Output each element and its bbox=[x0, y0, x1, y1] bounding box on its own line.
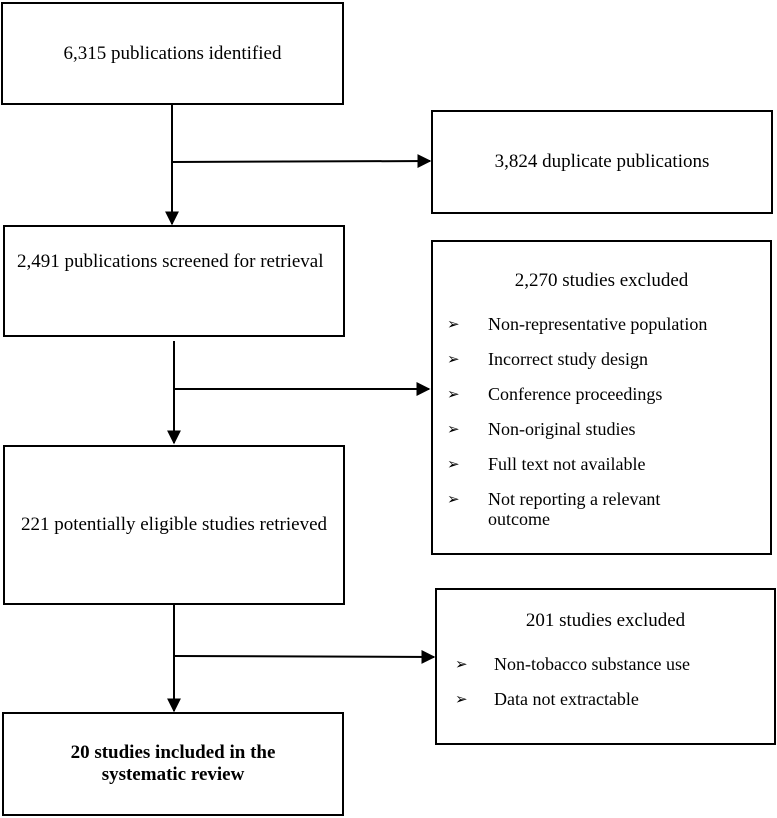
box-exclusion-1: 2,270 studies excluded ➢Non-representati… bbox=[431, 240, 772, 555]
list-item: ➢Non-representative population bbox=[447, 314, 708, 334]
list-item: ➢Non-original studies bbox=[447, 419, 636, 439]
box-publications-identified: 6,315 publications identified bbox=[1, 2, 344, 105]
box-publications-screened: 2,491 publications screened for retrieva… bbox=[3, 225, 345, 337]
list-item: ➢Conference proceedings bbox=[447, 384, 663, 404]
included-text: 20 studies included in the systematic re… bbox=[70, 742, 276, 785]
list-item: ➢Non-tobacco substance use bbox=[455, 654, 690, 674]
box-studies-included: 20 studies included in the systematic re… bbox=[2, 712, 344, 816]
arrowhead-bullet-icon: ➢ bbox=[447, 490, 460, 508]
exclusion-1-list: ➢Non-representative population ➢Incorrec… bbox=[447, 314, 767, 533]
retrieved-text: 221 potentially eligible studies retriev… bbox=[20, 514, 328, 535]
box-duplicate-publications: 3,824 duplicate publications bbox=[431, 110, 773, 214]
arrowhead-bullet-icon: ➢ bbox=[447, 420, 460, 438]
exclusion-1-title: 2,270 studies excluded bbox=[514, 270, 689, 291]
list-item: ➢Data not extractable bbox=[455, 689, 639, 709]
screened-text: 2,491 publications screened for retrieva… bbox=[17, 251, 324, 272]
list-item: ➢Not reporting a relevant outcome bbox=[447, 489, 661, 529]
arrowhead-bullet-icon: ➢ bbox=[447, 385, 460, 403]
exclusion-2-title: 201 studies excluded bbox=[525, 610, 686, 631]
exclusion-2-list: ➢Non-tobacco substance use ➢Data not ext… bbox=[455, 654, 770, 724]
arrowhead-bullet-icon: ➢ bbox=[455, 690, 468, 708]
box-exclusion-2: 201 studies excluded ➢Non-tobacco substa… bbox=[435, 588, 776, 745]
arrowhead-bullet-icon: ➢ bbox=[447, 315, 460, 333]
identified-text: 6,315 publications identified bbox=[63, 42, 282, 64]
list-item: ➢Full text not available bbox=[447, 454, 646, 474]
arrow-to-exclusion2 bbox=[173, 649, 436, 664]
arrowhead-bullet-icon: ➢ bbox=[455, 655, 468, 673]
arrowhead-bullet-icon: ➢ bbox=[447, 350, 460, 368]
list-item: ➢Incorrect study design bbox=[447, 349, 648, 369]
box-potentially-eligible: 221 potentially eligible studies retriev… bbox=[3, 445, 345, 605]
arrowhead-bullet-icon: ➢ bbox=[447, 455, 460, 473]
duplicates-text: 3,824 duplicate publications bbox=[494, 151, 710, 172]
arrow-to-duplicates bbox=[171, 154, 432, 169]
